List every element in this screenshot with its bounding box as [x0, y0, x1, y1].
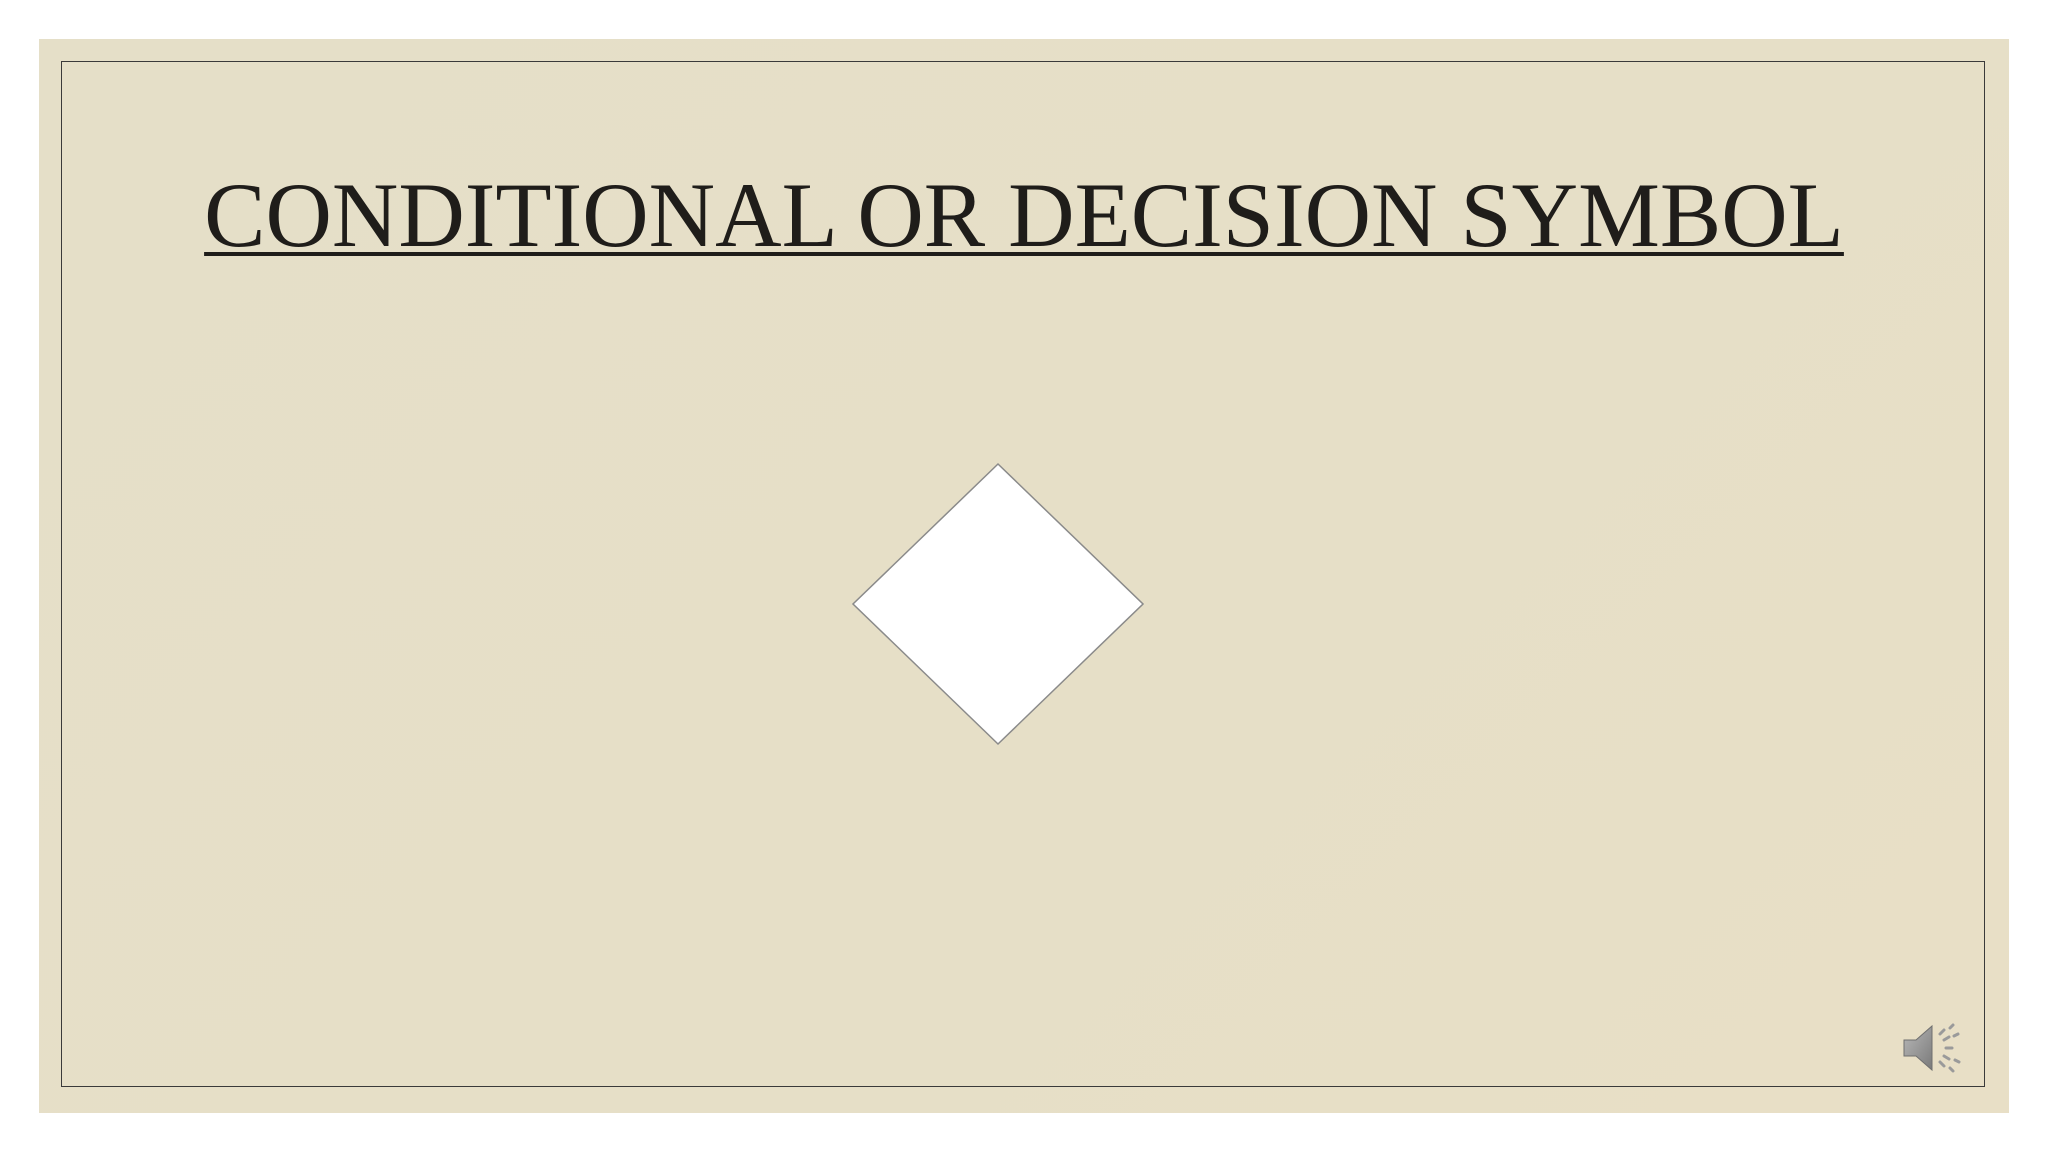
slide-border-frame: [61, 61, 1985, 1087]
decision-diamond-shape: [851, 462, 1145, 746]
slide-title: CONDITIONAL OR DECISION SYMBOL: [204, 164, 1844, 266]
diamond-polygon: [851, 462, 1145, 746]
audio-play-button[interactable]: [1898, 1014, 1966, 1082]
speaker-icon: [1903, 1023, 1961, 1073]
